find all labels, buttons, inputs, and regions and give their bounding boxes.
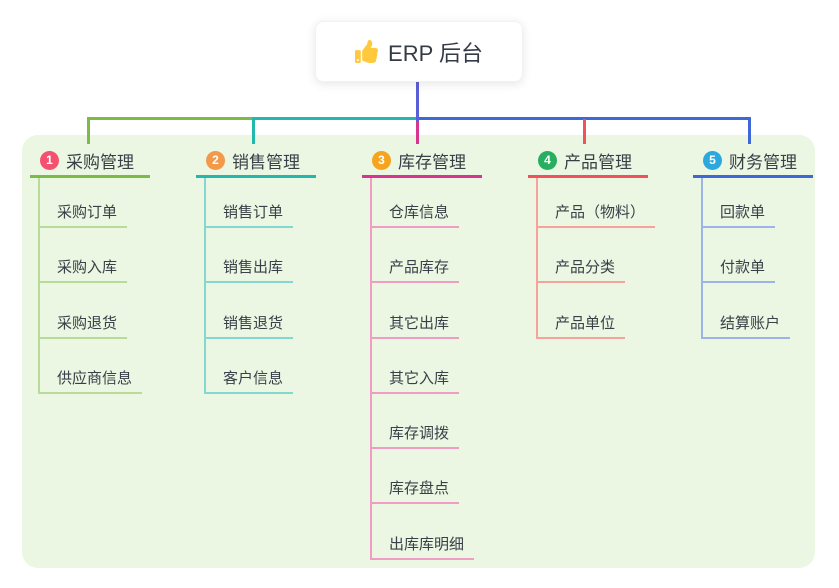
child-node[interactable]: 采购入库 <box>38 257 128 283</box>
branch-label: 财务管理 <box>729 152 797 172</box>
child-node[interactable]: 产品分类 <box>536 257 626 283</box>
branch-title-procurement[interactable]: 1 采购管理 <box>30 145 150 178</box>
connector-branch2-drop <box>252 117 255 144</box>
branch4-number-badge: 4 <box>538 150 557 170</box>
branch-label: 产品管理 <box>564 152 632 172</box>
connector-branch5-drop <box>748 117 751 144</box>
child-node[interactable]: 销售订单 <box>204 202 294 228</box>
child-node[interactable]: 出库库明细 <box>370 534 475 560</box>
branch-label: 采购管理 <box>66 152 134 172</box>
root-title: ERP 后台 <box>388 40 483 66</box>
connector-branch1-horizontal <box>87 117 254 120</box>
connector-branch1-drop <box>87 117 90 144</box>
connector-branch5-horizontal <box>417 117 750 120</box>
branches-panel <box>22 135 815 568</box>
child-node[interactable]: 销售出库 <box>204 257 294 283</box>
child-node[interactable]: 付款单 <box>701 257 776 283</box>
child-node[interactable]: 其它入库 <box>370 368 460 394</box>
branch1-children-connector <box>38 178 40 394</box>
child-node[interactable]: 回款单 <box>701 202 776 228</box>
child-node[interactable]: 库存调拨 <box>370 423 460 449</box>
child-node[interactable]: 库存盘点 <box>370 478 460 504</box>
branch1-number-badge: 1 <box>40 150 59 170</box>
branch-title-sales[interactable]: 2 销售管理 <box>196 145 316 178</box>
branch-label: 库存管理 <box>398 152 466 172</box>
branch-title-finance[interactable]: 5 财务管理 <box>693 145 813 178</box>
connector-branch2-horizontal <box>252 117 418 120</box>
branch3-number-badge: 3 <box>372 150 391 170</box>
branch4-children-connector <box>536 178 538 339</box>
branch2-children-connector <box>204 178 206 394</box>
branch5-number-badge: 5 <box>703 150 722 170</box>
child-node[interactable]: 产品（物料） <box>536 202 656 228</box>
root-node[interactable]: ERP 后台 <box>315 21 523 82</box>
child-node[interactable]: 仓库信息 <box>370 202 460 228</box>
branch-title-product[interactable]: 4 产品管理 <box>528 145 648 178</box>
child-node[interactable]: 其它出库 <box>370 313 460 339</box>
connector-branch4-drop <box>583 119 586 144</box>
branch-label: 销售管理 <box>232 152 300 172</box>
child-node[interactable]: 销售退货 <box>204 313 294 339</box>
child-node[interactable]: 客户信息 <box>204 368 294 394</box>
child-node[interactable]: 产品单位 <box>536 313 626 339</box>
thumbs-up-icon <box>355 40 379 63</box>
branch3-children-connector <box>370 178 372 560</box>
connector-branch3-drop <box>416 121 419 144</box>
child-node[interactable]: 采购订单 <box>38 202 128 228</box>
child-node[interactable]: 结算账户 <box>701 313 791 339</box>
connector-root-stem <box>416 82 419 122</box>
branch5-children-connector <box>701 178 703 339</box>
child-node[interactable]: 产品库存 <box>370 257 460 283</box>
child-node[interactable]: 采购退货 <box>38 313 128 339</box>
child-node[interactable]: 供应商信息 <box>38 368 143 394</box>
branch2-number-badge: 2 <box>206 150 225 170</box>
branch-title-inventory[interactable]: 3 库存管理 <box>362 145 482 178</box>
